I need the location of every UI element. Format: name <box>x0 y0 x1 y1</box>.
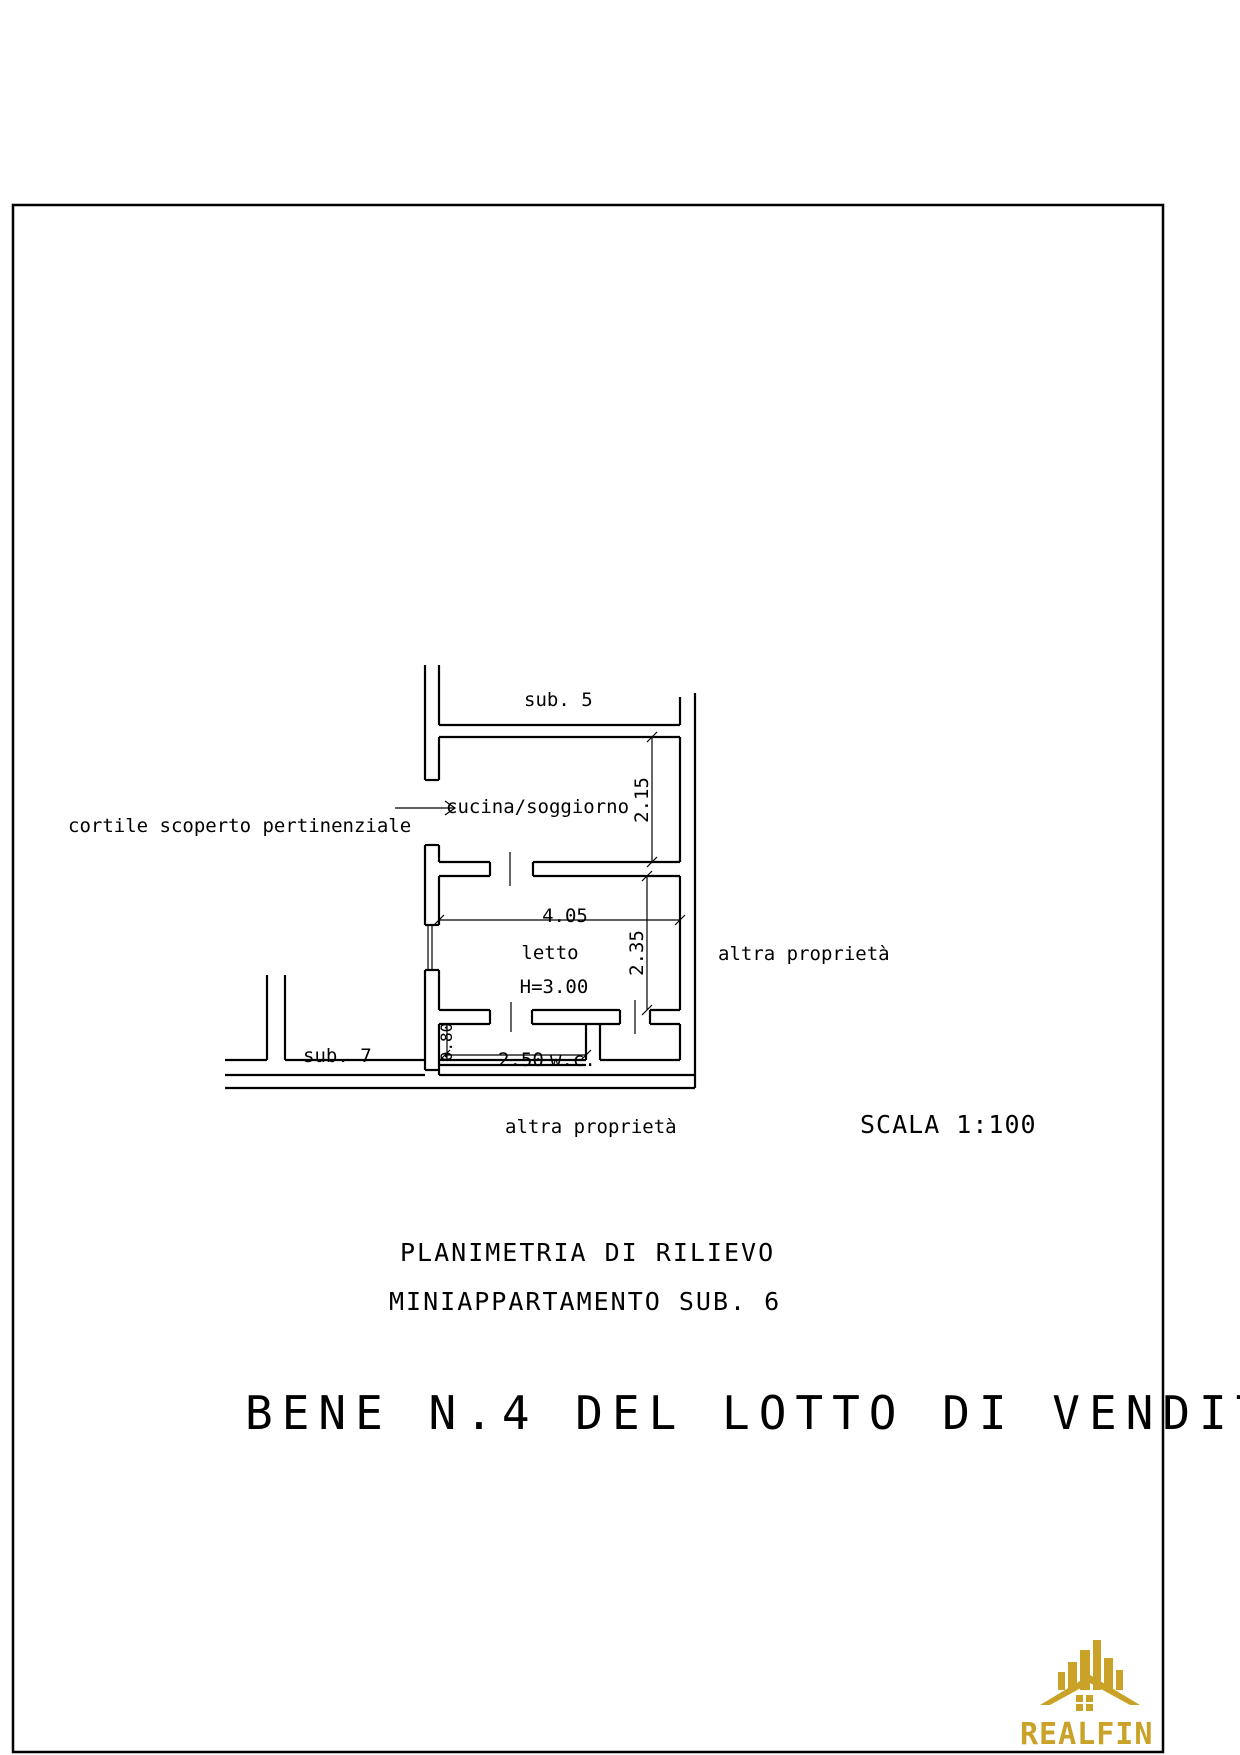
courtyard-arrow <box>395 800 457 816</box>
lot-title: BENE N.4 DEL LOTTO DI VENDITA <box>245 1386 1240 1440</box>
unit-title: MINIAPPARTAMENTO SUB. 6 <box>389 1287 781 1316</box>
neighbor-bottom-label: altra proprietà <box>505 1116 677 1138</box>
survey-title: PLANIMETRIA DI RILIEVO <box>400 1238 775 1267</box>
building-skyline-icon <box>1040 1640 1140 1711</box>
wc-depth-dim: 0.80 <box>437 1023 456 1062</box>
dimension-lines <box>433 731 686 1061</box>
realfin-logo: REALFIN <box>1020 1640 1153 1752</box>
wc-label: w.c. <box>550 1049 596 1071</box>
bedroom-label: letto <box>521 942 578 964</box>
kitchen-depth-dim: 2.15 <box>631 777 653 823</box>
sheet-frame <box>11 203 1165 1754</box>
wc-width-dim: 2.50 <box>498 1049 544 1071</box>
courtyard-label: cortile scoperto pertinenziale <box>68 815 411 837</box>
kitchen-label: cucina/soggiorno <box>446 796 629 818</box>
bedroom-height-label: H=3.00 <box>520 976 589 998</box>
neighbor-left-label: sub. 7 <box>303 1045 372 1067</box>
scale-label: SCALA 1:100 <box>860 1110 1037 1139</box>
neighbor-top-label: sub. 5 <box>524 689 593 711</box>
neighbor-right-label: altra proprietà <box>718 943 890 965</box>
logo-name: REALFIN <box>1020 1717 1153 1752</box>
floor-plan <box>225 665 697 1090</box>
width-dim: 4.05 <box>542 905 588 927</box>
bedroom-depth-dim: 2.35 <box>626 930 648 976</box>
